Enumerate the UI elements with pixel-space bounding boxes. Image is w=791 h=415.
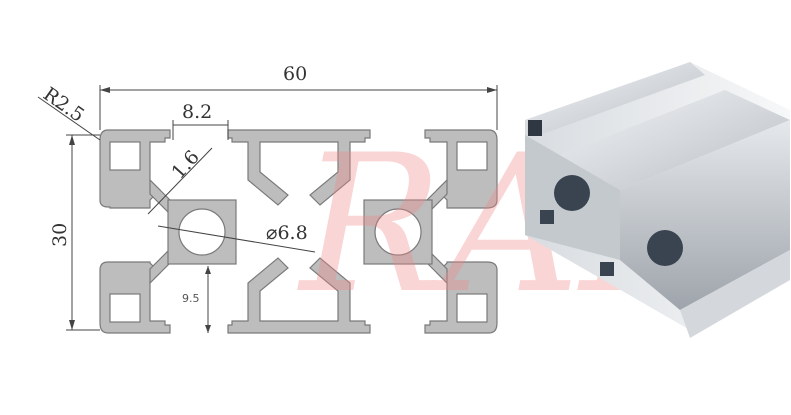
bottom-bridge — [227, 257, 371, 334]
dimension-height: 30 — [49, 223, 71, 247]
corner-cavity — [109, 141, 141, 171]
extrusion-photo — [525, 62, 790, 338]
corner-cavity — [456, 293, 488, 323]
corner-cavity — [109, 293, 141, 323]
top-bridge — [227, 129, 371, 206]
corner-cavity — [456, 141, 488, 171]
profile-cross-section — [99, 129, 498, 334]
center-hole-right — [374, 208, 422, 256]
center-hole-left — [178, 208, 226, 256]
dimension-wall-thickness: 1.6 — [167, 146, 204, 183]
dimension-hole-diameter: ⌀6.8 — [266, 222, 308, 244]
dimension-slot-width: 8.2 — [182, 101, 212, 123]
dimension-center-height: 9.5 — [182, 292, 200, 305]
dimension-corner-radius: R2.5 — [39, 83, 88, 127]
dimension-width: 60 — [283, 63, 307, 85]
